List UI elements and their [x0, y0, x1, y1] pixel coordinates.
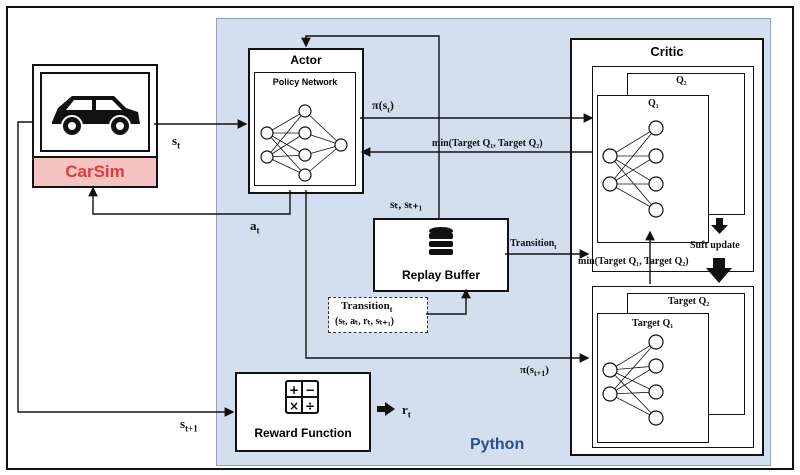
python-label: Python	[470, 436, 525, 453]
database-icon	[429, 227, 453, 255]
svg-text:+: +	[289, 383, 299, 397]
svg-text:÷: ÷	[305, 399, 315, 413]
edge-actor-to-carsim	[88, 186, 291, 215]
label-a-t: at	[250, 218, 260, 236]
target-q1-network-graph	[602, 334, 664, 426]
actor-box: Actor Policy Network	[248, 48, 364, 194]
svg-text:×: ×	[289, 399, 299, 413]
target-q1-label: Target Q₁	[632, 318, 674, 329]
target-q-networks-box: Target Q₂ Target Q₁	[592, 286, 754, 448]
label-pi-st: π(st)	[372, 98, 394, 115]
label-min-target-q: min(Target Q₁, Target Q₂)	[432, 138, 543, 149]
soft-update-label: Suft update	[690, 240, 740, 251]
target-q1-network-box: Target Q₁	[597, 313, 709, 443]
reward-output-arrow	[385, 402, 395, 416]
transition-tuple: (sₜ, aₜ, rₜ, sₜ₊₁)	[335, 316, 394, 327]
q1-network-box: Q₁	[597, 95, 709, 243]
replay-buffer-box: Replay Buffer	[373, 218, 509, 292]
q1-label: Q₁	[648, 98, 659, 109]
q-networks-box: Q₂ Q₁	[592, 66, 754, 272]
q1-network-graph	[602, 120, 664, 218]
calculator-icon: + − × ÷	[285, 380, 319, 414]
target-q2-label: Target Q₂	[668, 296, 710, 307]
reward-function-box: + − × ÷ Reward Function	[235, 372, 371, 452]
label-transition: Transitiont	[510, 238, 557, 251]
soft-update-arrow-top	[711, 225, 728, 234]
critic-title: Critic	[650, 44, 684, 59]
edge-actor-to-target	[305, 190, 590, 363]
label-r-t: rt	[402, 402, 411, 420]
q2-label: Q₂	[676, 75, 687, 86]
soft-update-arrow-bottom	[706, 268, 732, 283]
label-s-t: st	[172, 133, 181, 151]
reward-function-title: Reward Function	[254, 426, 352, 440]
policy-network-label: Policy Network	[272, 77, 338, 87]
edge-transition-to-buffer	[426, 288, 471, 315]
actor-title: Actor	[290, 53, 322, 67]
label-st-st1: sₜ, sₜ₊₁	[390, 197, 423, 211]
edge-buffer-to-actor	[301, 35, 440, 218]
transition-sample-title: Transitiont	[341, 300, 393, 315]
critic-box: Critic Q₂ Q₁ Target Q₂ Target Q₁	[570, 38, 764, 456]
label-min-target-q-2: min(Target Q₁, Target Q₂)	[578, 256, 689, 267]
policy-network-graph	[260, 104, 348, 182]
svg-text:−: −	[305, 383, 315, 397]
car-icon	[40, 72, 150, 152]
label-pi-st1: π(st+1)	[520, 364, 549, 379]
replay-buffer-title: Replay Buffer	[401, 268, 481, 282]
transition-sample-box: Transitiont (sₜ, aₜ, rₜ, sₜ₊₁)	[328, 297, 428, 333]
label-s-t1: st+1	[180, 416, 198, 434]
edge-carsim-to-reward	[17, 121, 235, 417]
policy-network-box: Policy Network	[254, 72, 356, 186]
carsim-label: CarSim	[34, 156, 156, 186]
